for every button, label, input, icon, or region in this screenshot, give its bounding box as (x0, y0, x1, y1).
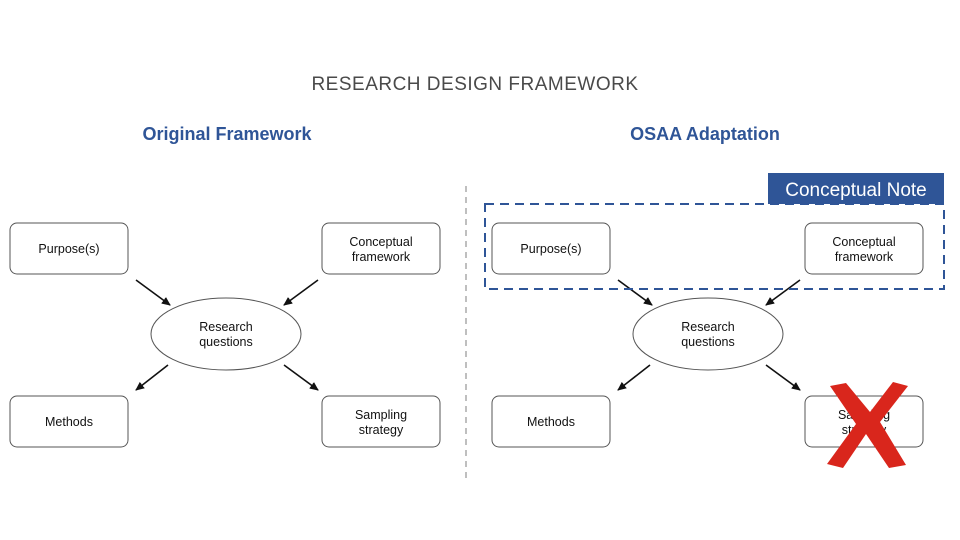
conceptual-note-label: Conceptual Note (768, 173, 944, 204)
node-research-label-line1: Research (681, 320, 735, 334)
node-methods: Methods (491, 395, 611, 448)
removed-cross-icon (827, 382, 908, 468)
node-purpose-label: Purpose(s) (520, 242, 581, 256)
conceptual-note-highlight (484, 203, 945, 290)
node-conceptual-framework: Conceptual framework (321, 222, 441, 275)
node-conceptual-label-line2: framework (835, 250, 894, 264)
arrow-research-to-methods (617, 364, 651, 391)
node-research-label-line2: questions (681, 335, 735, 349)
panel-heading-original: Original Framework (142, 124, 312, 144)
node-sampling-strategy: Sampling strategy (321, 395, 441, 448)
arrow-research-to-methods (135, 364, 169, 391)
node-conceptual-framework: Conceptual framework (804, 222, 924, 275)
node-conceptual-label-line1: Conceptual (832, 235, 895, 249)
node-research-questions: Research questions (632, 297, 784, 371)
panel-heading-adaptation: OSAA Adaptation (630, 124, 780, 144)
node-sampling-label-line2: strategy (359, 423, 404, 437)
node-methods: Methods (9, 395, 129, 448)
node-research-label-line1: Research (199, 320, 253, 334)
arrow-purpose-to-research (617, 279, 653, 306)
node-methods-label: Methods (527, 415, 575, 429)
node-purpose-label: Purpose(s) (38, 242, 99, 256)
node-purpose: Purpose(s) (491, 222, 611, 275)
original-framework-diagram: Purpose(s) Conceptual framework Research… (9, 222, 441, 448)
node-conceptual-label-line1: Conceptual (349, 235, 412, 249)
node-research-questions: Research questions (150, 297, 302, 371)
node-research-label-line2: questions (199, 335, 253, 349)
node-sampling-label-line1: Sampling (355, 408, 407, 422)
conceptual-note-text: Conceptual Note (785, 180, 927, 201)
osaa-adaptation-diagram: Purpose(s) Conceptual framework Research… (484, 173, 945, 468)
node-methods-label: Methods (45, 415, 93, 429)
arrow-conceptual-to-research (283, 279, 319, 306)
arrow-purpose-to-research (135, 279, 171, 306)
arrow-conceptual-to-research (765, 279, 801, 306)
arrow-research-to-sampling (765, 364, 801, 391)
node-purpose: Purpose(s) (9, 222, 129, 275)
arrow-research-to-sampling (283, 364, 319, 391)
node-conceptual-label-line2: framework (352, 250, 411, 264)
page-title: RESEARCH DESIGN FRAMEWORK (311, 74, 638, 95)
